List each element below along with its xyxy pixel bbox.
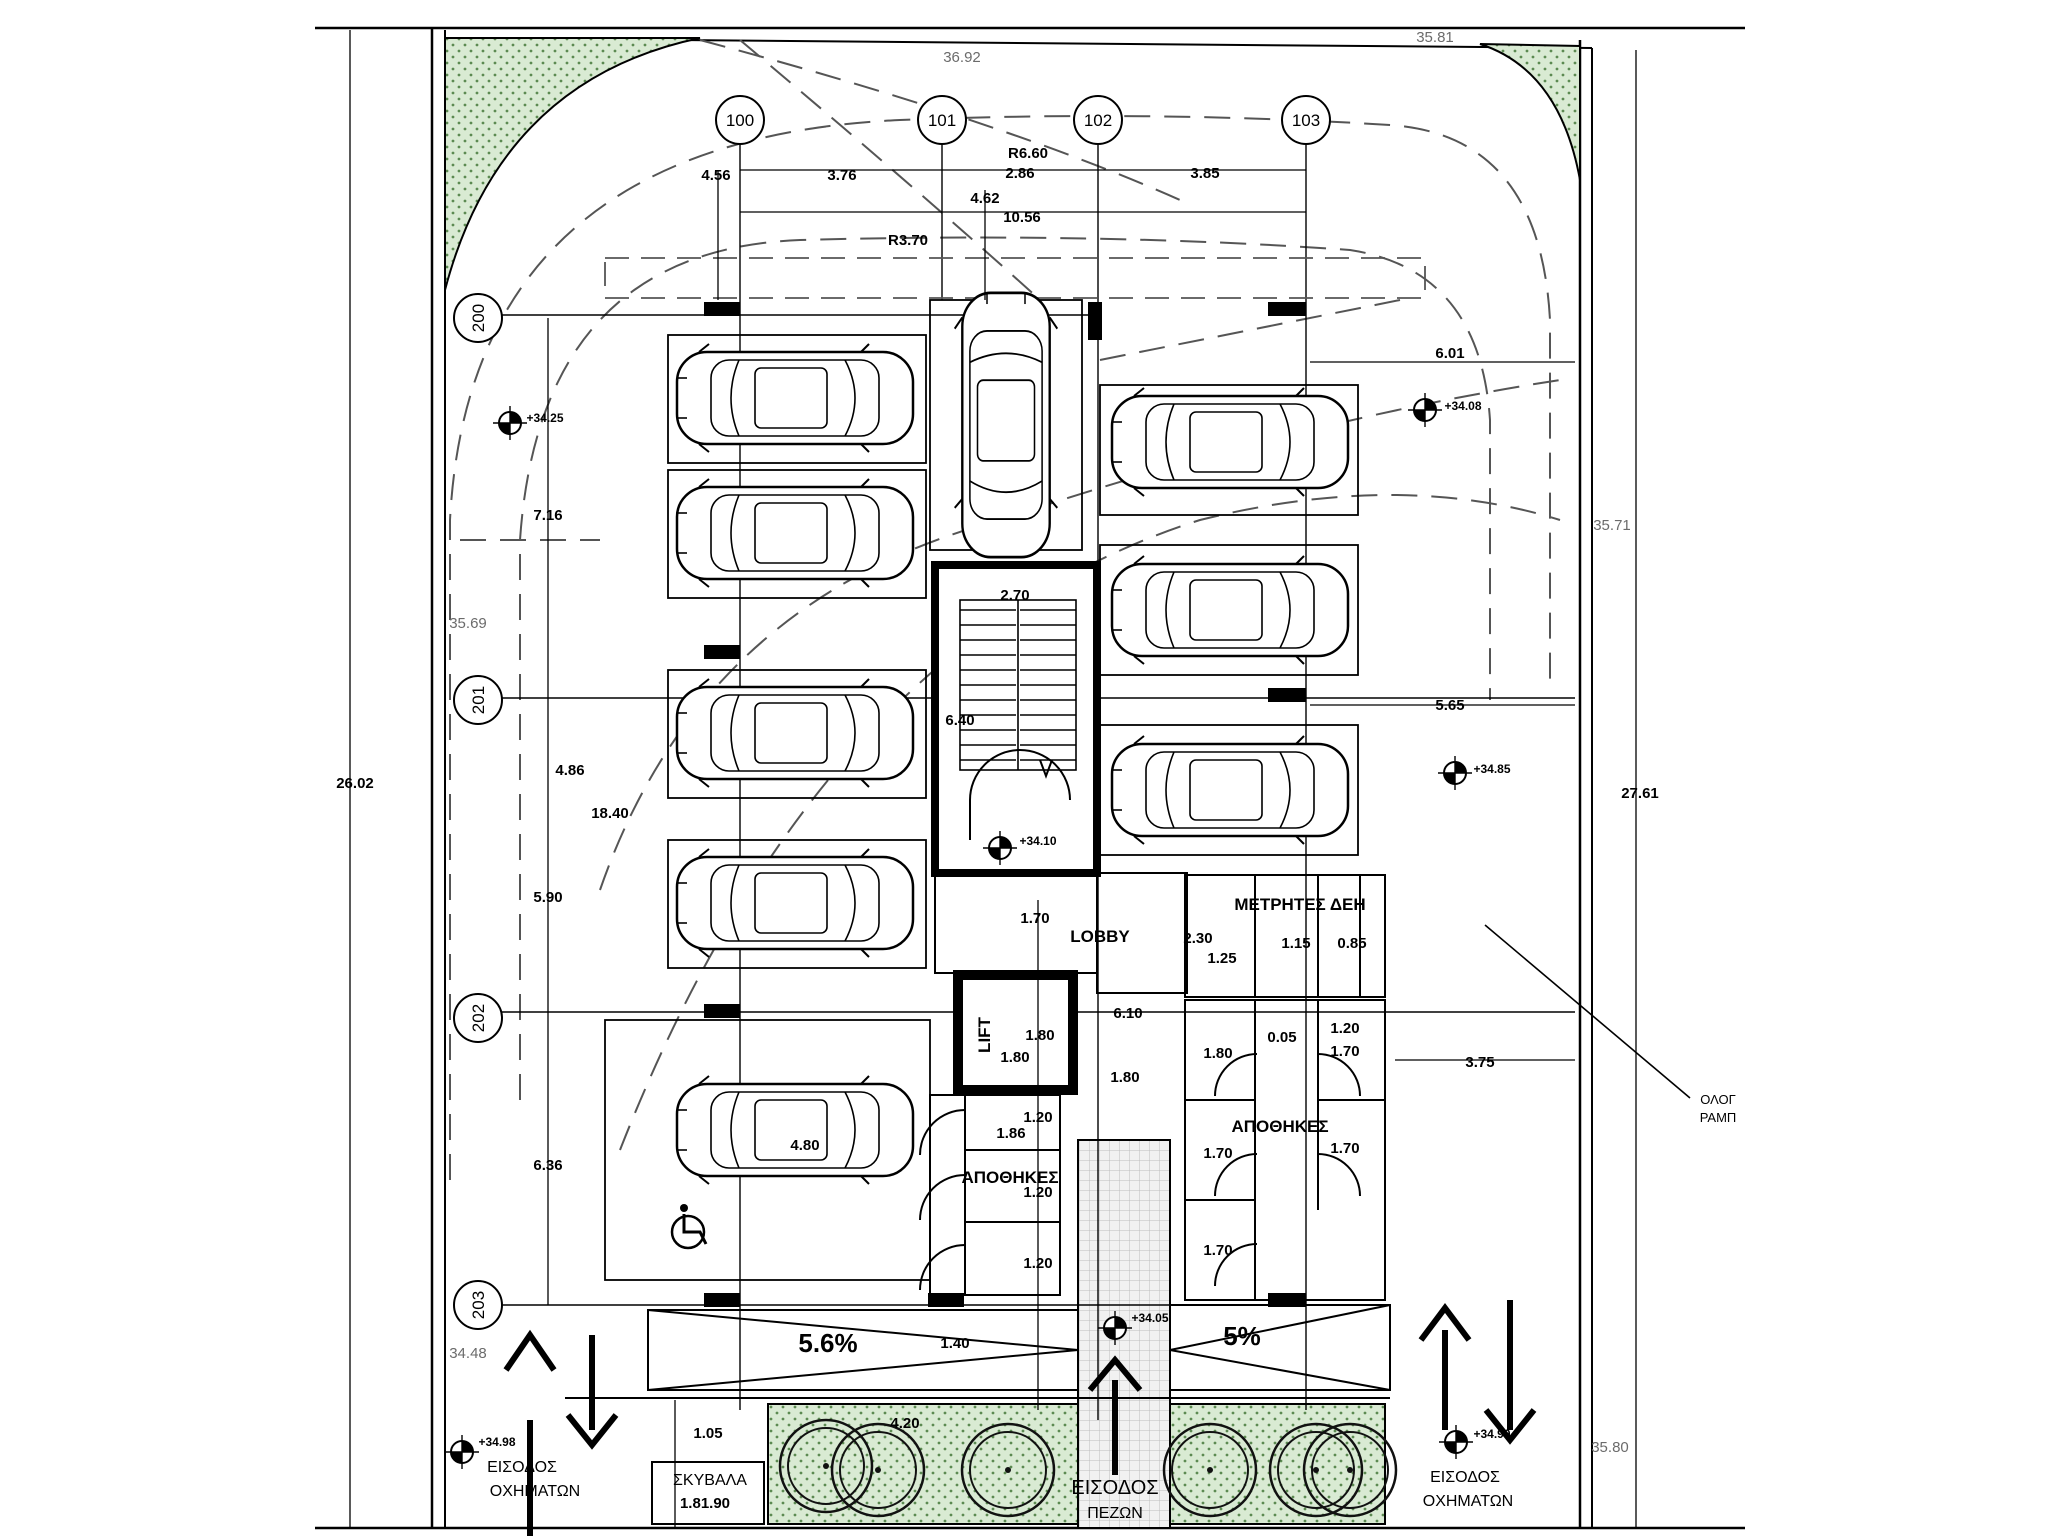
- grid-axis-bubbles: [453, 95, 1331, 1330]
- dim-right-drive-top: 6.01: [1435, 345, 1464, 362]
- ramp-slope-right: 5%: [1223, 1321, 1261, 1351]
- vehicle-entry-right-line2: ΟΧΗΜΑΤΩΝ: [1423, 1493, 1513, 1510]
- level-bottom-right: +34.90: [1473, 1427, 1510, 1441]
- dim-store-a: 1.80: [1203, 1045, 1232, 1062]
- dim-overall-left: 26.02: [336, 775, 374, 792]
- dim-top-left-offset: 4.56: [701, 167, 730, 184]
- dim-store-left-d: 1.20: [1023, 1255, 1052, 1272]
- dim-store-c: 1.20: [1330, 1020, 1359, 1037]
- vehicle-entry-left-line2: ΟΧΗΜΑΤΩΝ: [490, 1483, 580, 1500]
- grid-column-101: 101: [928, 111, 956, 130]
- room-lobby: LOBBY: [1070, 927, 1130, 946]
- ramp-slope-left: 5.6%: [798, 1328, 857, 1358]
- grid-column-103: 103: [1292, 111, 1320, 130]
- ramp-note-line1: ΟΛΟΓ: [1700, 1092, 1736, 1107]
- dim-overall-right: 27.61: [1621, 785, 1659, 802]
- dim-ramp-gap: 1.40: [940, 1335, 969, 1352]
- dim-row-span-3: 6.36: [533, 1157, 562, 1174]
- dim-meter-a: 2.30: [1183, 930, 1212, 947]
- boundary-level-right: 35.71: [1593, 517, 1631, 534]
- green-area-top-left: [444, 37, 701, 291]
- room-storage-right: ΑΠΟΘΗΚΕΣ: [1231, 1117, 1328, 1136]
- dim-radius-inner: R3.70: [888, 232, 928, 249]
- dim-bin-area: 1.81.90: [680, 1495, 730, 1512]
- dim-lift-w: 1.80: [1000, 1049, 1029, 1066]
- dim-store-g: 1.70: [1203, 1242, 1232, 1259]
- ramp-note-line2: ΡΑΜΠ: [1700, 1110, 1737, 1125]
- dim-stair-length: 6.40: [945, 712, 974, 729]
- dim-left-bay: 4.86: [555, 762, 584, 779]
- room-storage-left: ΑΠΟΘΗΚΕΣ: [961, 1168, 1058, 1187]
- traffic-arrows: [503, 1300, 1537, 1536]
- vehicle-entry-left-line1: ΕΙΣΟΔΟΣ: [487, 1459, 557, 1476]
- dim-row-total: 18.40: [591, 805, 629, 822]
- dim-top-bay-1: 3.76: [827, 167, 856, 184]
- dim-stair-width: 2.70: [1000, 587, 1029, 604]
- level-top-left: +34.25: [526, 411, 563, 425]
- level-bottom-left: +34.98: [478, 1435, 515, 1449]
- dim-lift-h: 1.80: [1025, 1027, 1054, 1044]
- grid-row-202: 202: [469, 1004, 488, 1032]
- dimension-lines: [349, 30, 1637, 1528]
- grid-row-200: 200: [469, 304, 488, 332]
- grid-column-102: 102: [1084, 111, 1112, 130]
- room-lift: LIFT: [975, 1016, 994, 1052]
- boundary-level-bottom-right: 35.80: [1591, 1439, 1629, 1456]
- dim-store-b: 0.05: [1267, 1029, 1296, 1046]
- dim-core-width: 6.10: [1113, 1005, 1142, 1022]
- dim-store-left-c: 1.20: [1023, 1184, 1052, 1201]
- room-meters: ΜΕΤΡΗΤΕΣ ΔΕΗ: [1234, 895, 1365, 914]
- dim-right-drive-low: 3.75: [1465, 1054, 1494, 1071]
- green-area-top-right: [1479, 43, 1581, 181]
- dim-meter-b: 1.25: [1207, 950, 1236, 967]
- level-ramp-mid: +34.05: [1131, 1311, 1168, 1325]
- dim-top-bay-3: 3.85: [1190, 165, 1219, 182]
- dim-row-span-1: 7.16: [533, 507, 562, 524]
- dim-store-d: 1.70: [1330, 1043, 1359, 1060]
- grid-column-100: 100: [726, 111, 754, 130]
- dim-accessible-bay: 4.80: [790, 1137, 819, 1154]
- dim-store-left-a: 1.86: [996, 1125, 1025, 1142]
- grid-row-201: 201: [469, 686, 488, 714]
- ramp-note-leader: [1484, 924, 1691, 1099]
- dim-right-drive-mid: 5.65: [1435, 697, 1464, 714]
- dim-store-left-b: 1.20: [1023, 1109, 1052, 1126]
- dim-meter-c: 1.15: [1281, 935, 1310, 952]
- columns: [704, 302, 1306, 1307]
- dim-top-bay-2: 2.86: [1005, 165, 1034, 182]
- bin-label: ΣΚΥΒΑΛΑ: [673, 1472, 747, 1489]
- left-storage-rooms: [919, 1094, 1061, 1296]
- dim-meter-d: 0.85: [1337, 935, 1366, 952]
- dim-planter: 4.20: [890, 1415, 919, 1432]
- dim-gate-offset: 1.05: [693, 1425, 722, 1442]
- ramps: [565, 1304, 1391, 1399]
- dim-lobby-depth: 1.70: [1020, 910, 1049, 927]
- right-service-rooms: [1184, 874, 1386, 1301]
- bin-enclosure: [651, 1461, 765, 1525]
- lift-shaft: [953, 970, 1078, 1095]
- level-top-right: +34.08: [1444, 399, 1481, 413]
- dim-corridor: 1.80: [1110, 1069, 1139, 1086]
- level-mid-right: +34.85: [1473, 762, 1510, 776]
- dim-top-total: 10.56: [1003, 209, 1041, 226]
- dim-store-e: 1.70: [1203, 1145, 1232, 1162]
- dim-top-mid: 4.62: [970, 190, 999, 207]
- accessible-parking-icon: [670, 1204, 708, 1250]
- pedestrian-entry-line1: ΕΙΣΟΔΟΣ: [1071, 1477, 1158, 1499]
- dim-radius-outer: R6.60: [1008, 145, 1048, 162]
- boundary-level-top-mid: 36.92: [943, 49, 981, 66]
- grid-row-203: 203: [469, 1291, 488, 1319]
- level-stair: +34.10: [1019, 834, 1056, 848]
- dim-row-span-2: 5.90: [533, 889, 562, 906]
- boundary-level-top-right: 35.81: [1416, 29, 1454, 46]
- stair-core: [931, 561, 1101, 877]
- pedestrian-entry-line2: ΠΕΖΩΝ: [1087, 1505, 1143, 1522]
- boundary-level-bottom-left: 34.48: [449, 1345, 487, 1362]
- dim-store-f: 1.70: [1330, 1140, 1359, 1157]
- boundary-level-left: 35.69: [449, 615, 487, 632]
- vehicle-entry-right-line1: ΕΙΣΟΔΟΣ: [1430, 1469, 1500, 1486]
